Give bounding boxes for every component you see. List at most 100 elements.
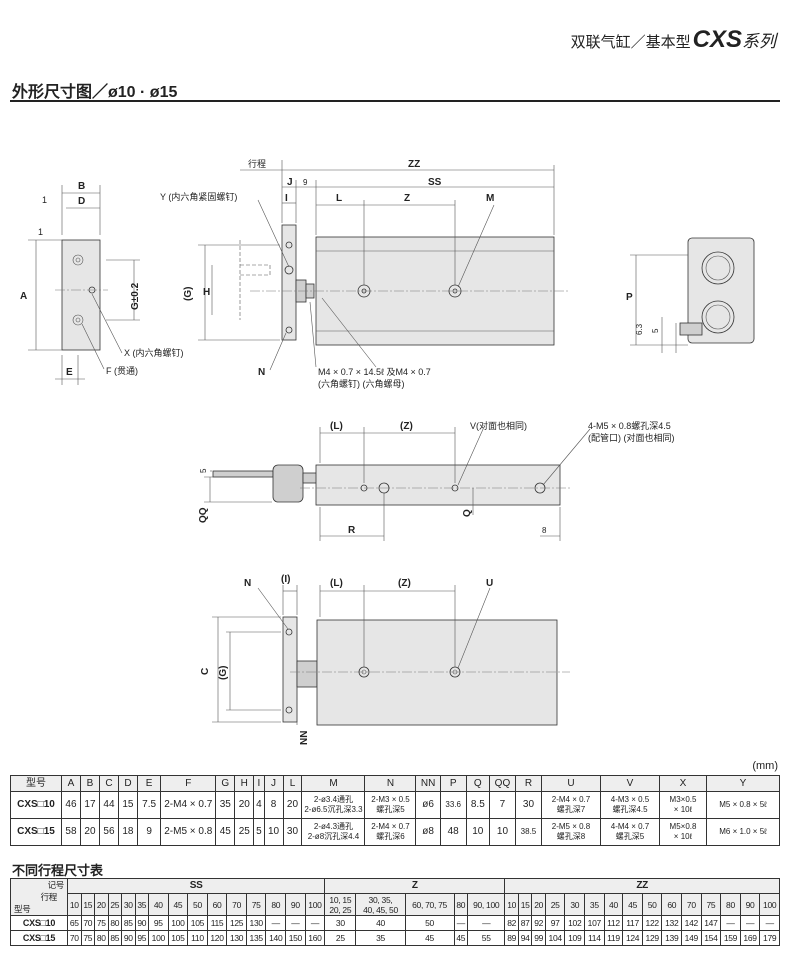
- table-cell: 30: [121, 893, 136, 916]
- unit-label: (mm): [752, 760, 778, 772]
- front-view: B D 1 1 A G±0.2 E F (贯通) X (内六角螺钉): [20, 181, 184, 385]
- series-suffix: 系列: [742, 32, 776, 51]
- table-cell: 110: [187, 930, 208, 946]
- table-cell: 10: [504, 893, 519, 916]
- bottom-end-plate: [282, 616, 298, 723]
- dim-5-mid: 5: [199, 468, 208, 473]
- dim-Q: Q: [462, 509, 473, 517]
- table-header-row: 型号 A B C D E F G H I J L M N NN P Q QQ R…: [10, 775, 780, 792]
- col-header: R: [514, 775, 543, 792]
- table-row: CXS□15 58 20 56 18 9 2-M5 × 0.8 45 25 5 …: [10, 818, 780, 846]
- dim-L: L: [336, 193, 342, 204]
- table-cell: 75: [700, 893, 722, 916]
- table-cell: 95: [148, 915, 169, 931]
- table-cell: 45: [453, 930, 469, 946]
- label-stroke: 行程: [248, 158, 266, 169]
- table-cell: 142: [681, 915, 702, 931]
- table-cell: 85: [121, 915, 136, 931]
- table-cell: 90: [739, 893, 761, 916]
- table-cell: 132: [661, 915, 683, 931]
- table-cell: 147: [700, 915, 722, 931]
- screw-note: M4 × 0.7 × 14.5ℓ 及M4 × 0.7: [318, 367, 431, 377]
- table-cell: —: [453, 915, 469, 931]
- table-cell: 169: [739, 930, 761, 946]
- table-cell: 85: [107, 930, 122, 946]
- col-header: V: [600, 775, 660, 792]
- table-cell: 125: [226, 915, 247, 931]
- table-cell: —: [467, 915, 506, 931]
- dim-Z-bottom: (Z): [398, 578, 411, 589]
- table-cell: CXS□15: [10, 930, 68, 946]
- table-cell: 117: [622, 915, 643, 931]
- table-cell: 70: [226, 893, 247, 916]
- col-header: G: [215, 775, 236, 792]
- table-cell: 104: [544, 930, 566, 946]
- table-cell: 95: [134, 930, 149, 946]
- table-cell: 75: [94, 915, 109, 931]
- dim-P: P: [626, 292, 633, 303]
- table-cell: 60, 70, 75: [404, 893, 455, 916]
- col-header: N: [364, 775, 417, 792]
- col-header: J: [263, 775, 284, 792]
- table-cell: 50: [187, 893, 208, 916]
- table-cell: 99: [531, 930, 546, 946]
- table-cell: 149: [681, 930, 702, 946]
- dim-Z: Z: [404, 193, 410, 204]
- dim-G-bottom: (G): [218, 666, 229, 680]
- table-cell: 80: [720, 893, 741, 916]
- dim-G-side: (G): [183, 287, 194, 301]
- table-cell: 90: [134, 915, 149, 931]
- table-cell: 109: [564, 930, 586, 946]
- cylinder-top: [315, 464, 561, 506]
- table-cell: 160: [304, 930, 326, 946]
- table-cell: 50: [641, 893, 663, 916]
- col-header: U: [541, 775, 601, 792]
- table-cell: 120: [206, 930, 228, 946]
- table-cell: 45: [404, 930, 455, 946]
- dim-ZZ: ZZ: [408, 159, 420, 170]
- label-N: N: [258, 367, 265, 378]
- dim-C: C: [200, 668, 211, 675]
- table-cell: 80: [265, 893, 287, 916]
- table-cell: 45: [622, 893, 643, 916]
- dimension-table: 型号 A B C D E F G H I J L M N NN P Q QQ R…: [10, 775, 780, 846]
- table-cell: 80: [94, 930, 109, 946]
- table-cell: 35: [134, 893, 149, 916]
- table-cell: —: [265, 915, 287, 931]
- dim-D: D: [78, 196, 85, 207]
- dim-G: G±0.2: [130, 282, 141, 310]
- table-cell: 15: [517, 893, 533, 916]
- label-V: V(对面也相同): [470, 420, 527, 431]
- dim-NN: NN: [299, 731, 310, 745]
- table-cell: 10: [67, 893, 82, 916]
- table-cell: 70: [80, 915, 95, 931]
- table-cell: 30: [564, 893, 586, 916]
- table-cell: 25: [107, 893, 122, 916]
- table-cell: 90, 100: [467, 893, 506, 916]
- table-cell: 90: [121, 930, 136, 946]
- table-cell: 75: [80, 930, 95, 946]
- table-cell: 70: [681, 893, 702, 916]
- label-port: 4-M5 × 0.8螺孔深4.5: [588, 421, 671, 431]
- dim-Z-paren: (Z): [400, 421, 413, 432]
- table-cell: 25: [324, 930, 357, 946]
- group-ZZ: ZZ: [504, 877, 780, 895]
- table-cell: 25: [544, 893, 566, 916]
- table-cell: 124: [622, 930, 643, 946]
- dim-L-paren: (L): [330, 421, 343, 432]
- table-cell: 50: [404, 915, 455, 931]
- table-cell: 135: [245, 930, 267, 946]
- table-cell: 102: [564, 915, 586, 931]
- label-Y: Y (内六角紧固螺钉): [160, 191, 237, 202]
- col-header: D: [117, 775, 138, 792]
- dim-8: 8: [542, 526, 547, 535]
- col-header: M: [301, 775, 366, 792]
- end-body: [687, 237, 755, 344]
- col-header: H: [234, 775, 255, 792]
- table-cell: 119: [603, 930, 624, 946]
- label-N-bottom: N: [244, 578, 251, 589]
- dim-J: J: [287, 177, 293, 188]
